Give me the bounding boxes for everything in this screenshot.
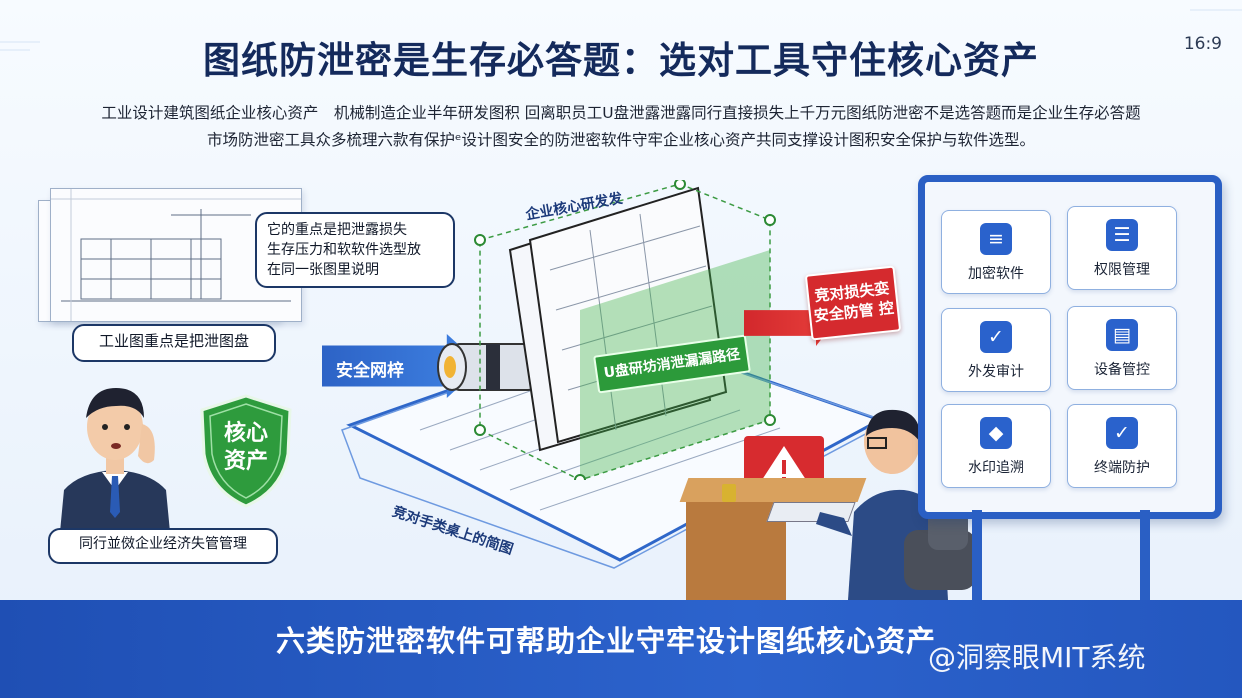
board-leg-right	[1140, 510, 1150, 600]
board-leg-left	[972, 510, 982, 600]
page-title: 图纸防泄密是生存必答题：选对工具守住核心资产	[203, 39, 1039, 82]
aspect-ratio-label: 16:9	[1183, 34, 1222, 54]
tile-device-control[interactable]: ▤ 设备管控	[1067, 306, 1177, 390]
watermark: @洞察眼MIT系统	[928, 641, 1146, 674]
shield-check-icon: ✓	[1106, 417, 1138, 449]
safety-net-label: 安全网梓	[336, 361, 404, 381]
tile-label: 外发审计	[968, 364, 1024, 380]
worried-caption: 同行並傚企业经济失管管理	[48, 528, 278, 564]
device-doc-icon: ▤	[1106, 319, 1138, 351]
clipboard-icon: ☰	[1106, 219, 1138, 251]
worried-person-illustration	[60, 388, 170, 532]
speech-line-3: 在同一张图里说明	[267, 262, 379, 278]
competitor-loss-label: 竞对损失娈 安全防管 控	[804, 265, 902, 341]
usb-plug-icon	[437, 343, 537, 391]
shield-check-icon: ✓	[980, 321, 1012, 353]
coffee-cup-icon	[722, 484, 736, 502]
tile-label: 水印追溯	[968, 460, 1024, 476]
solution-board: ≡ 加密软件 ☰ 权限管理 ✓ 外发审计 ▤ 设备管控 ◆ 水印追溯 ✓ 终端防…	[918, 175, 1222, 519]
speech-line-1: 它的重点是把泄露损失	[267, 222, 407, 238]
tile-encryption-software[interactable]: ≡ 加密软件	[941, 210, 1051, 294]
tile-outgoing-audit[interactable]: ✓ 外发审计	[941, 308, 1051, 392]
core-asset-shield: 核心 资产	[196, 392, 296, 510]
speech-bubble: 它的重点是把泄露损失 生存压力和软软件选型放 在同一张图里说明	[255, 212, 455, 288]
subtitle-line-1: 工业设计建筑图纸企业核心资产 机械制造企业半年研发图积 回离职员工U盘泄露泄露同…	[101, 104, 1141, 122]
encrypt-doc-icon: ≡	[980, 223, 1012, 255]
drawing-label: 工业图重点是把泄图盘	[72, 324, 276, 362]
tile-endpoint-protection[interactable]: ✓ 终端防护	[1067, 404, 1177, 488]
crane-building-illustration	[51, 189, 301, 321]
tile-watermark-trace[interactable]: ◆ 水印追溯	[941, 404, 1051, 488]
bottom-banner-text: 六类防泄密软件可帮助企业守牢设计图纸核心资产	[276, 624, 937, 658]
architectural-drawing	[50, 188, 302, 322]
flame-shield-icon: ◆	[980, 417, 1012, 449]
tile-permission-management[interactable]: ☰ 权限管理	[1067, 206, 1177, 290]
shield-icon	[200, 394, 292, 508]
tile-label: 终端防护	[1094, 460, 1150, 476]
subtitle-line-2: 市场防泄密工具众多梳理六款有保护ᵉ设计图安全的防泄密软件守牢企业核心资产共同支撑…	[207, 131, 1035, 149]
speech-line-2: 生存压力和软软件选型放	[267, 242, 421, 258]
tile-label: 权限管理	[1094, 262, 1150, 278]
shield-text: 核心 资产	[223, 421, 268, 474]
tile-label: 设备管控	[1094, 362, 1150, 378]
bottom-banner	[0, 600, 1242, 698]
tile-label: 加密软件	[968, 266, 1024, 282]
